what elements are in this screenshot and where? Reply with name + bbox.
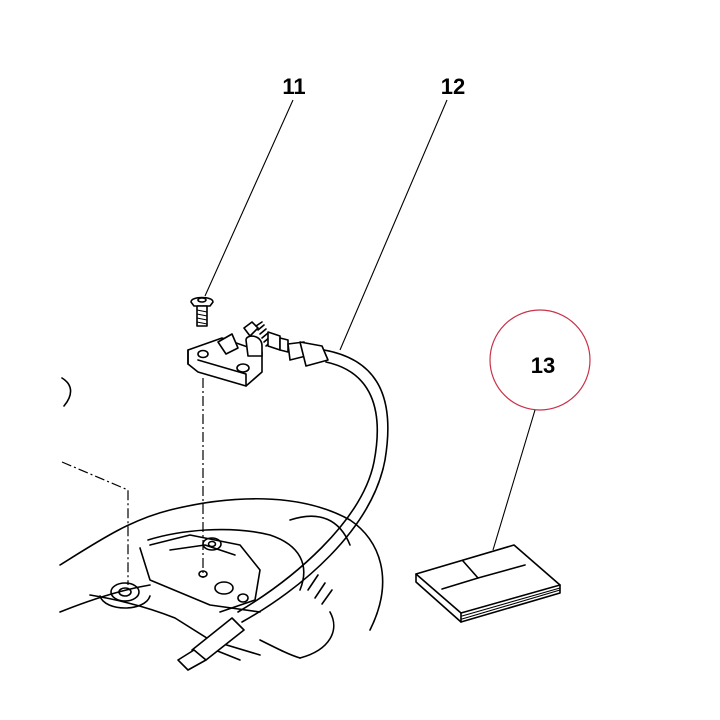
base-housing bbox=[59, 377, 384, 661]
manual-booklet bbox=[415, 544, 561, 623]
callout-label-12: 12 bbox=[441, 74, 465, 99]
callout-label-11: 11 bbox=[282, 74, 305, 99]
callout-label-13: 13 bbox=[531, 353, 555, 378]
leader-line-11 bbox=[204, 99, 294, 297]
cable-bracket bbox=[187, 321, 289, 387]
cable-part bbox=[177, 341, 389, 671]
highlight-circle bbox=[489, 309, 591, 411]
leader-line-13 bbox=[492, 409, 536, 551]
leader-line-12 bbox=[339, 99, 448, 351]
screw-part bbox=[190, 296, 214, 327]
